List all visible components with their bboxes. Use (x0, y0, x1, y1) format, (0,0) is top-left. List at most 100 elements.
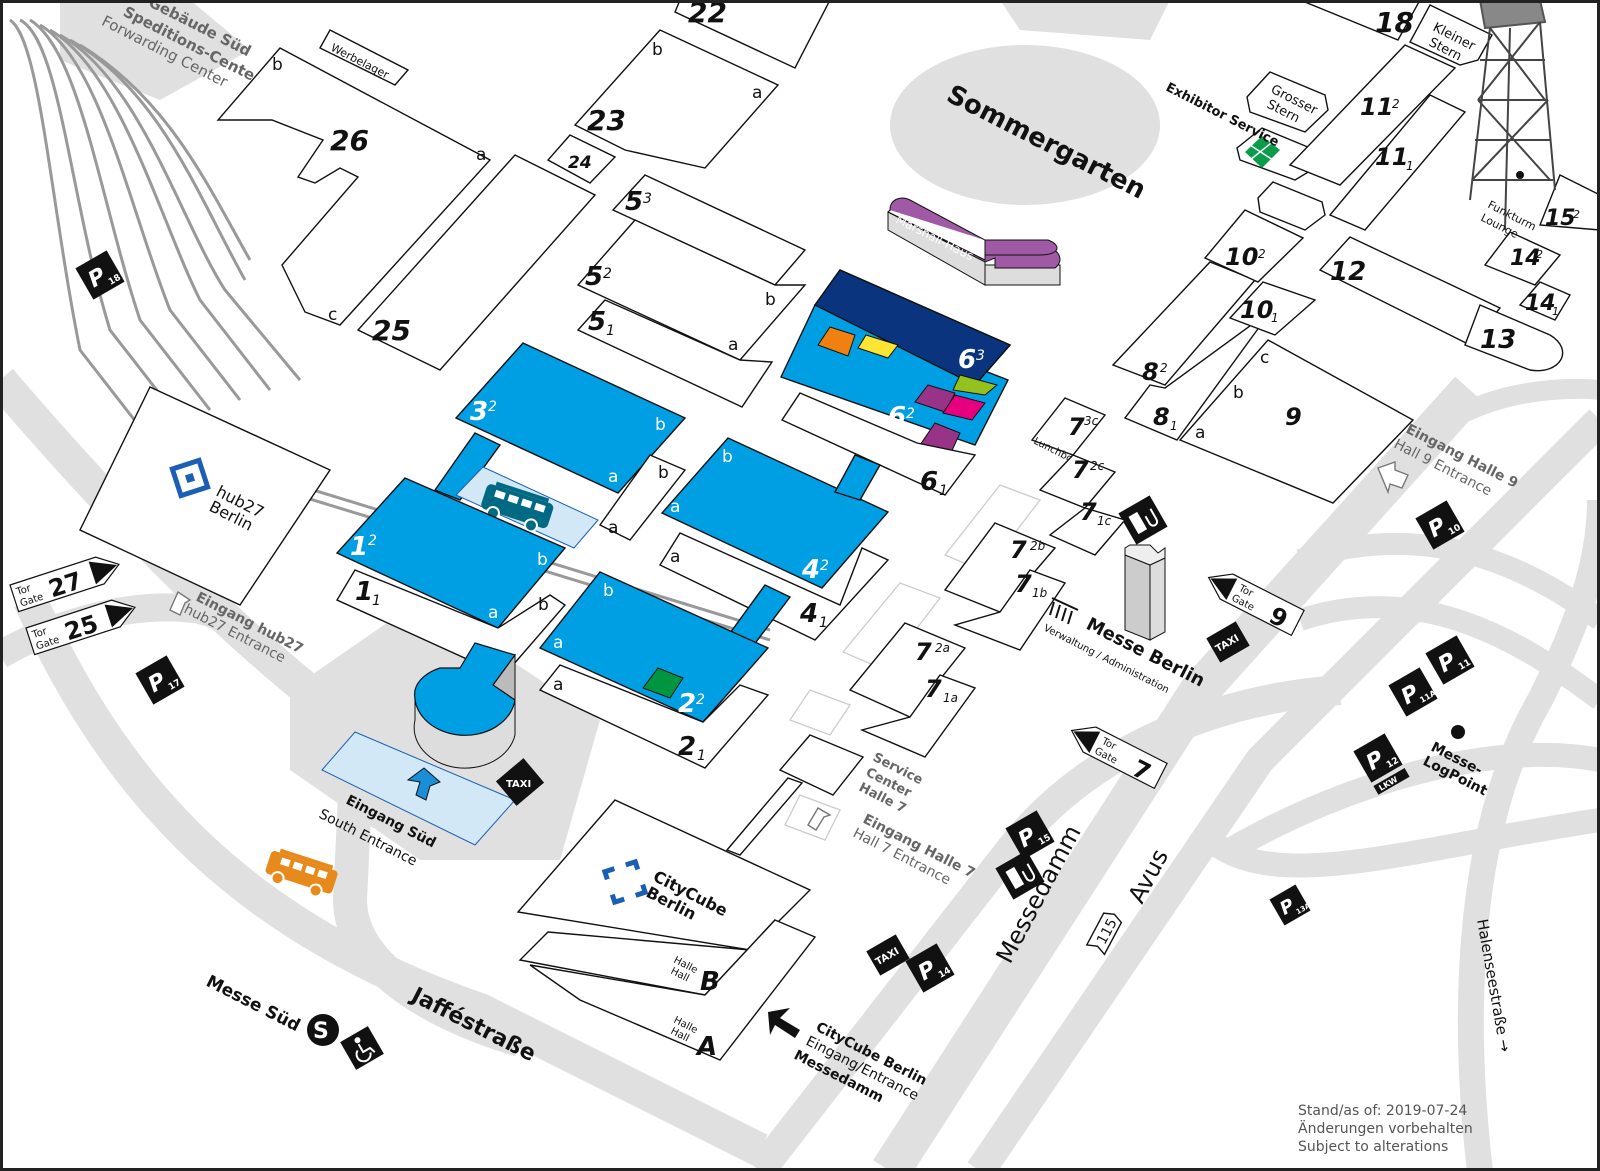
hall-7-3c[interactable]: 7 3c Lunchbox (1030, 397, 1107, 467)
svg-text:1: 1 (606, 323, 615, 339)
hall-6-2[interactable]: 6 3 6 2 (780, 269, 1012, 456)
citycube-berlin[interactable]: CityCube Berlin Halle Hall B Halle Hall … (516, 799, 817, 1062)
hall-8-2[interactable]: 8 2 (1111, 261, 1257, 386)
ev-charging-icon-2[interactable] (1118, 495, 1168, 545)
hall-2-1[interactable]: 2 1 a (538, 664, 770, 769)
svg-text:9: 9 (1285, 403, 1302, 431)
hall-14-2[interactable]: 14 2 (1483, 231, 1562, 286)
svg-text:11: 11 (1375, 143, 1408, 171)
gate-25[interactable]: Tor Gate 25 (25, 594, 140, 657)
svg-text:1: 1 (697, 748, 706, 764)
hall-26[interactable]: 26 b a c (216, 47, 492, 326)
hall-11-2[interactable]: 11 2 (1288, 44, 1457, 186)
svg-text:2: 2 (678, 689, 696, 719)
svg-text:6: 6 (888, 402, 906, 432)
sommergarten-area (890, 45, 1160, 205)
parking-p14[interactable]: P 14 (905, 943, 955, 993)
south-entrance-area[interactable] (321, 731, 516, 846)
svg-text:2: 2 (603, 266, 612, 282)
gate-27[interactable]: Tor Gate 27 (9, 551, 124, 614)
parking-p11[interactable]: P 11 (1425, 635, 1475, 685)
hall-5-3[interactable]: 5 3 (611, 174, 807, 286)
hall-11-1[interactable]: 11 1 (1328, 94, 1467, 231)
sbahn-icon[interactable]: S (307, 1014, 339, 1046)
hall-10-1[interactable]: 10 1 (1228, 281, 1317, 336)
station-messe-sued: Messe Süd (203, 972, 304, 1036)
taxi-messe[interactable]: TAXI (1206, 621, 1250, 663)
svg-text:2: 2 (1258, 247, 1266, 261)
parking-p10[interactable]: P 10 (1415, 500, 1465, 550)
hall-6-1[interactable]: 6 1 (780, 392, 977, 499)
svg-text:3: 3 (643, 191, 652, 207)
parking-p12[interactable]: P 12 LKW (1353, 733, 1410, 795)
hall-4-2[interactable]: 4 2 b a (660, 437, 890, 589)
hall-23[interactable]: 23 b a (573, 29, 780, 169)
hall-7-1b[interactable]: 7 1b (952, 569, 1067, 651)
south-entrance-rotunda[interactable] (413, 642, 516, 769)
svg-text:7: 7 (1010, 536, 1027, 564)
hall-9-entrance-arrow-icon (1377, 461, 1409, 495)
svg-text:Änderungen vorbehalten: Änderungen vorbehalten (1298, 1119, 1473, 1137)
marshall-haus[interactable]: Marshall-Haus (887, 197, 1061, 286)
svg-text:1: 1 (1170, 419, 1178, 433)
hall-7-1c[interactable]: 7 1c (1048, 498, 1127, 556)
hall-3-2[interactable]: 3 2 b a (454, 342, 687, 494)
svg-text:a: a (670, 497, 680, 517)
hall-5-2[interactable]: 5 2 b a (576, 219, 807, 361)
svg-text:a: a (553, 675, 563, 695)
hub27-logo-icon (169, 457, 211, 499)
hall-7-1a[interactable]: 7 1a (859, 674, 977, 758)
hall-25[interactable]: 25 (356, 154, 597, 371)
hall-24[interactable]: 24 (546, 134, 617, 184)
taxi-citycube[interactable]: TAXI (866, 934, 910, 976)
taxi-south[interactable]: TAXI (495, 758, 545, 806)
gate-9[interactable]: Tor Gate 9 (1200, 565, 1305, 639)
hall-7-2c[interactable]: 7 2c (1038, 454, 1117, 509)
arrow-up-icon (406, 767, 441, 801)
svg-text:B: B (700, 967, 720, 997)
svg-text:a: a (553, 633, 563, 653)
svg-text:b: b (603, 581, 614, 601)
parking-p17[interactable]: P 17 (135, 655, 185, 705)
hall-18[interactable]: 18 (1299, 0, 1421, 41)
hall-7-entrance-box (784, 794, 841, 841)
hall-10-2[interactable]: 10 2 (1203, 209, 1305, 283)
svg-text:b: b (272, 55, 283, 75)
svg-text:8: 8 (1153, 403, 1170, 431)
parking-p13a[interactable]: P 13A (1269, 883, 1313, 926)
svg-text:7: 7 (925, 675, 942, 703)
parking-p11a[interactable]: P 11A (1388, 666, 1439, 717)
hall-2-2[interactable]: 2 2 b a (538, 571, 770, 723)
hall-3-1[interactable] (598, 454, 687, 541)
shuttle-bus-icon[interactable] (262, 846, 339, 901)
kleiner-stern[interactable]: Kleiner Stern (1409, 4, 1493, 66)
grosser-stern[interactable]: Grosser Stern (1246, 71, 1329, 133)
svg-text:4: 4 (799, 599, 818, 629)
svg-text:A: A (695, 1032, 717, 1062)
hub27-berlin[interactable]: hub27 Berlin (79, 386, 332, 606)
hall-14-1[interactable]: 14 1 (1518, 281, 1572, 321)
svg-text:1: 1 (1271, 311, 1279, 325)
hall-13[interactable]: 13 (1464, 304, 1564, 372)
hall-7-2b[interactable]: 7 2b (943, 522, 1057, 613)
svg-text:23: 23 (587, 104, 626, 137)
svg-text:24: 24 (568, 153, 592, 173)
parking-p15[interactable]: P 15 (1005, 810, 1055, 860)
parking-p18[interactable]: P 18 (75, 250, 125, 300)
hall-9[interactable]: 9 c b a (1178, 339, 1415, 504)
hall-15-2[interactable]: 15 2 (1538, 174, 1600, 231)
hall-3-1-b: b (658, 463, 669, 483)
messe-berlin-admin[interactable]: Messe Berlin Verwaltung / Administration (1042, 544, 1208, 696)
hall-4-1[interactable]: 4 1 a (658, 532, 890, 641)
ev-charging-icon[interactable] (995, 850, 1045, 900)
svg-text:18: 18 (1375, 6, 1414, 39)
admin-icon (1049, 597, 1079, 625)
gate-7[interactable]: Tor Gate 7 (1063, 718, 1168, 792)
bus-stop[interactable] (455, 466, 599, 549)
hall-22[interactable]: 22 (674, 0, 831, 69)
svg-text:S: S (313, 1019, 329, 1044)
hall-5-1[interactable]: 5 1 (576, 299, 774, 408)
funkturm-icon[interactable] (1469, 0, 1556, 231)
